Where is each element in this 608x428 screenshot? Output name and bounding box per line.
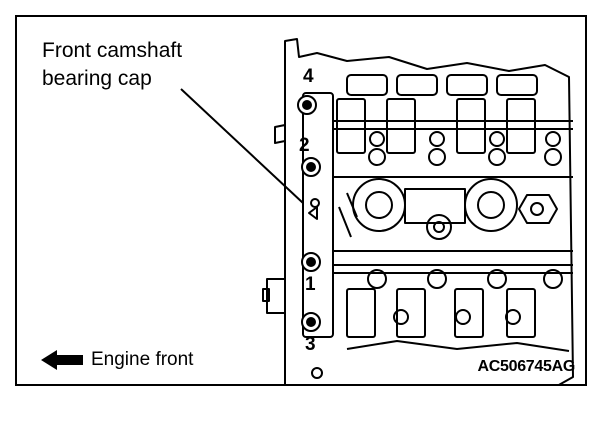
figure-code: AC506745AG bbox=[477, 358, 575, 375]
engine-front-label: Engine front bbox=[91, 349, 194, 370]
bolt-number-1: 1 bbox=[305, 274, 316, 295]
engine-head-illustration bbox=[180, 38, 574, 384]
bolt-number-2: 2 bbox=[299, 135, 310, 156]
cap-arrow-mark bbox=[308, 206, 318, 220]
engine-front-legend: Engine front bbox=[39, 349, 193, 371]
bolt-2 bbox=[301, 157, 321, 177]
bolt-4 bbox=[297, 95, 317, 115]
callout-leader-line bbox=[180, 88, 304, 204]
cap-dowel-hole bbox=[310, 198, 320, 208]
diagram-frame: Front camshaft bearing cap 4 2 1 3 Engin… bbox=[15, 15, 587, 386]
callout-label-line1: Front camshaft bbox=[42, 39, 183, 62]
valve-train-bottom bbox=[311, 264, 573, 379]
cylinder-head-outline bbox=[284, 38, 574, 384]
camshaft-journals bbox=[317, 176, 573, 252]
bolt-number-4: 4 bbox=[303, 66, 314, 87]
bolt-number-3: 3 bbox=[305, 334, 316, 355]
callout-label-line2: bearing cap bbox=[42, 67, 152, 90]
left-arrow-icon bbox=[41, 350, 83, 370]
bolt-3 bbox=[301, 312, 321, 332]
bolt-1 bbox=[301, 252, 321, 272]
cap-bolts bbox=[297, 95, 321, 332]
valve-train-top bbox=[317, 74, 573, 166]
